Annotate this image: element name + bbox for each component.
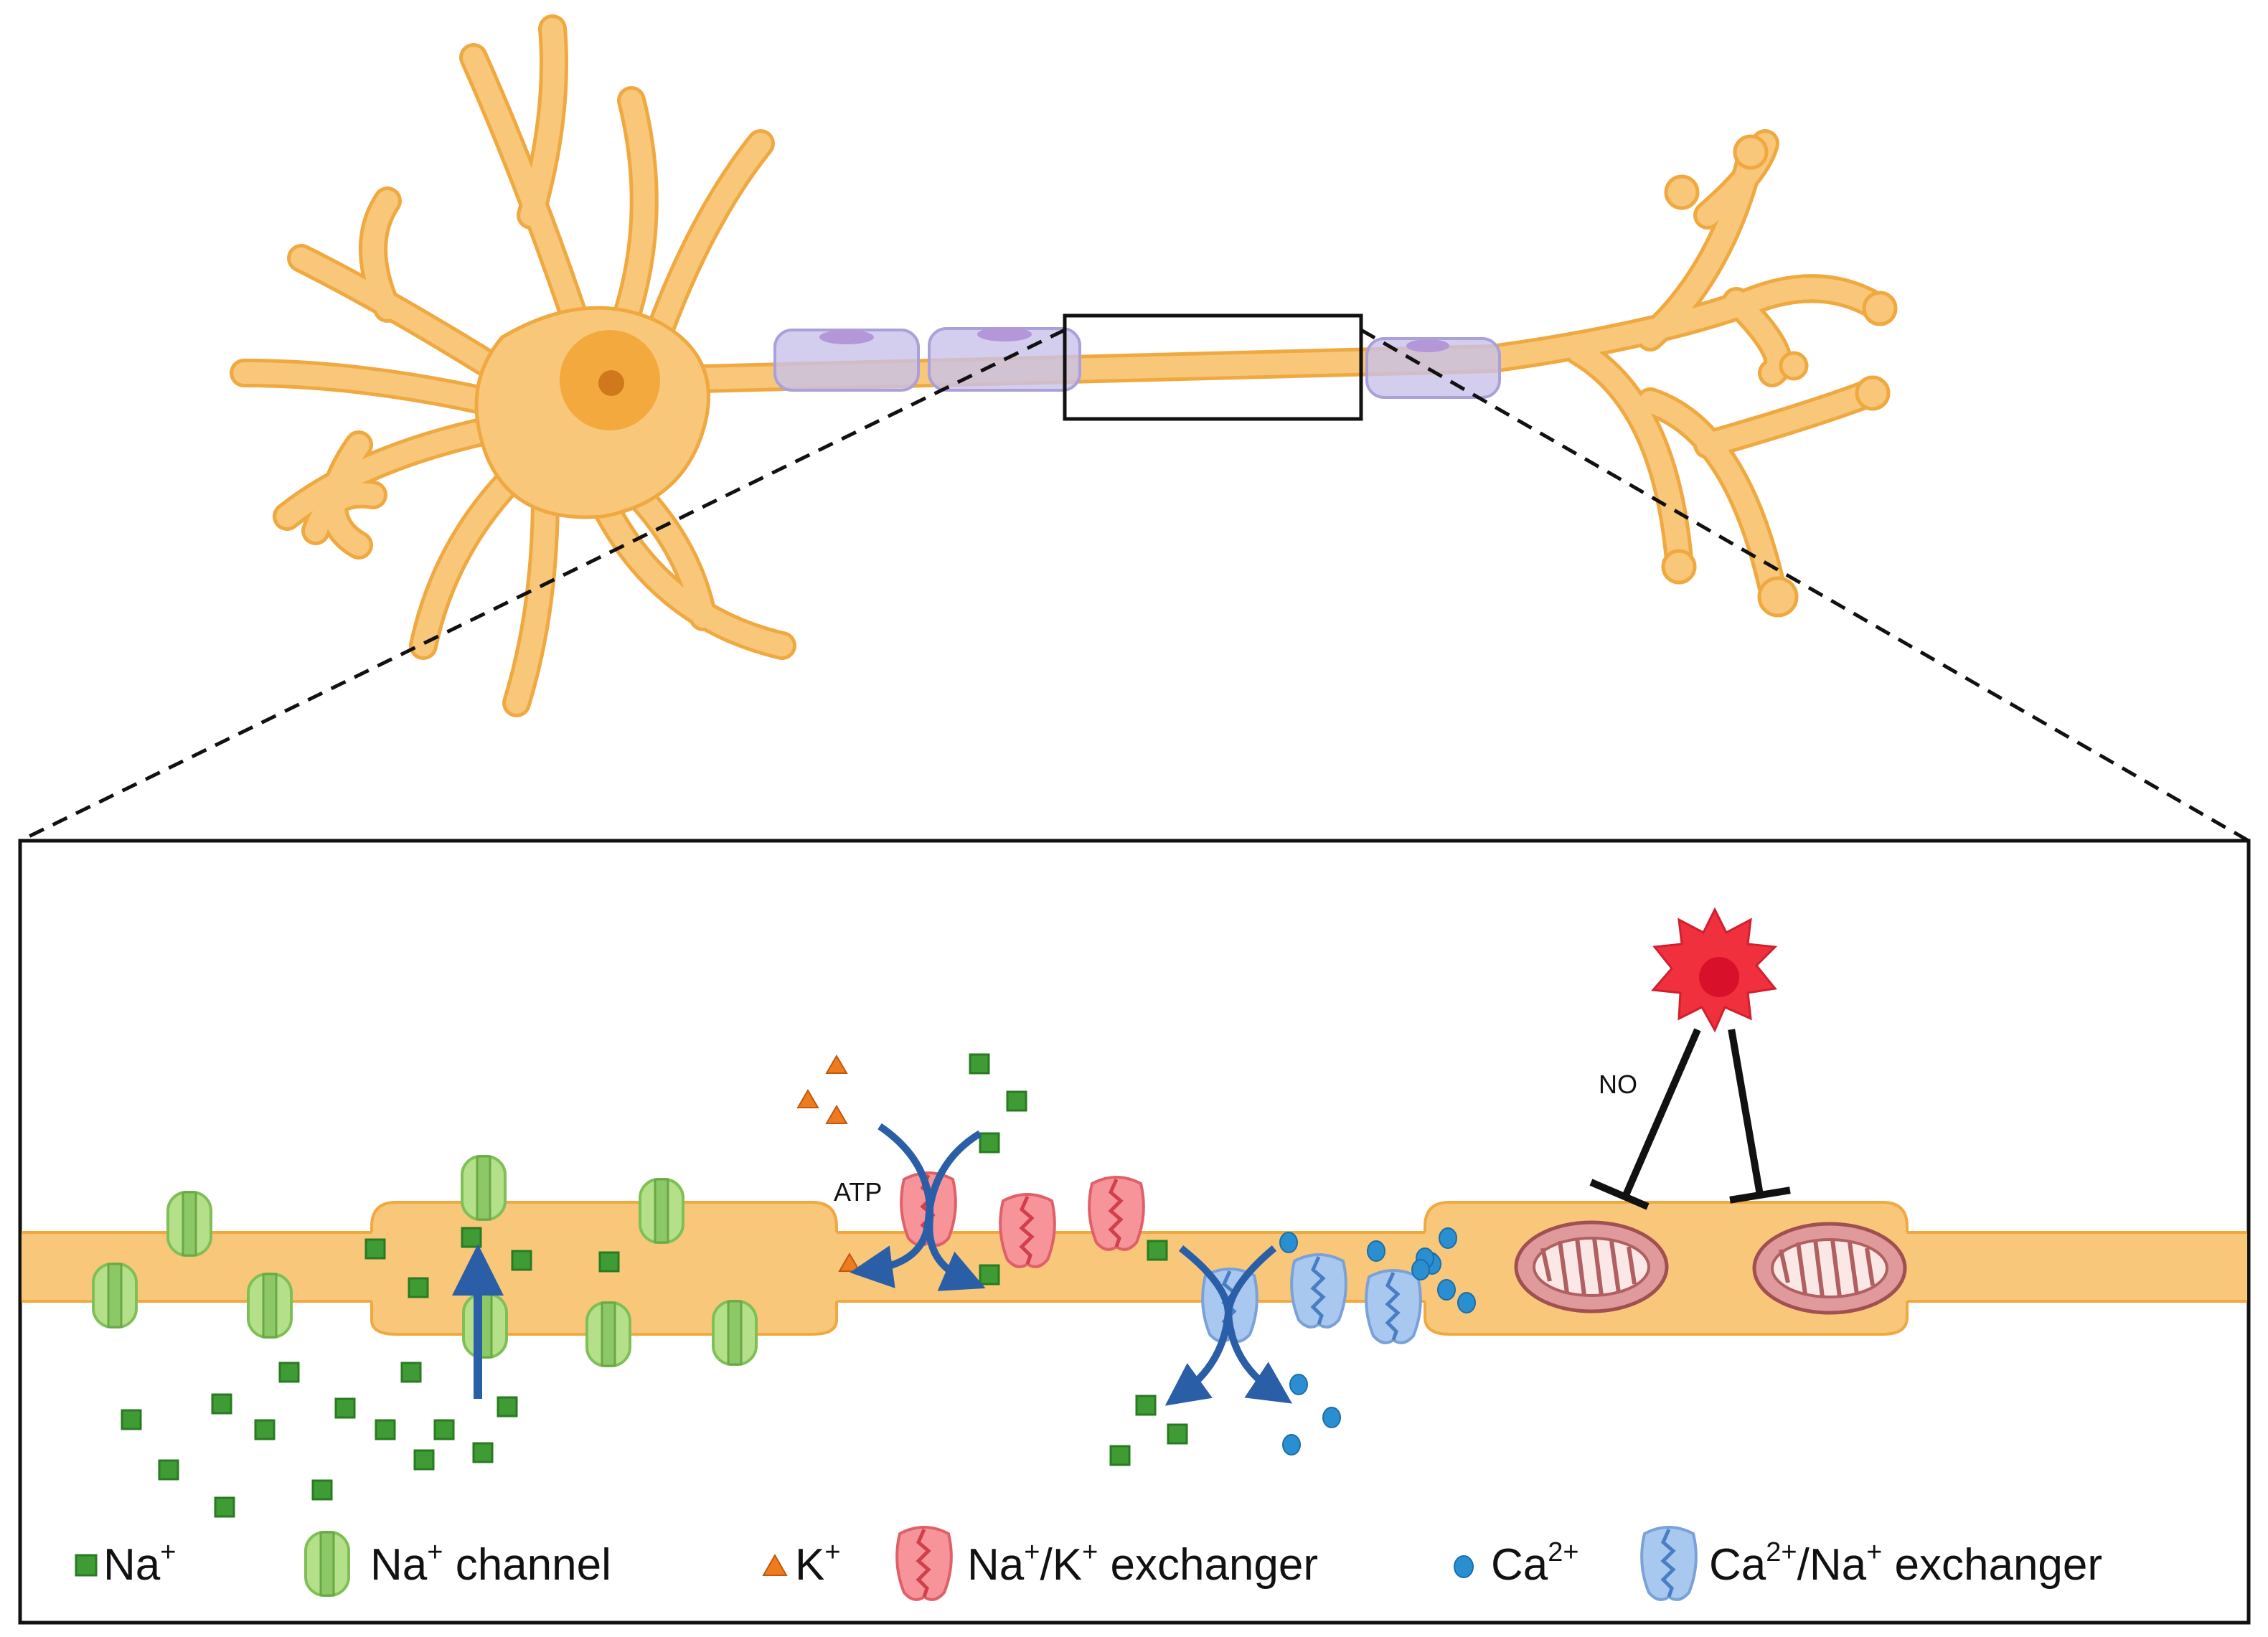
na-channel-icon (461, 1155, 507, 1221)
na-channel-icon (639, 1178, 684, 1244)
inhibition-arrow-icon (1589, 1028, 1791, 1210)
legend-na-channel: Na+ channel (304, 1531, 611, 1597)
atp-label: ATP (834, 1177, 882, 1207)
svg-text:Ca2+: Ca2+ (1491, 1537, 1579, 1590)
myelin-sheath (773, 327, 1501, 399)
svg-text:Na+: Na+ (103, 1537, 176, 1590)
legend-nak-exchanger: Na+/K+ exchanger (897, 1527, 1318, 1600)
cana-exchanger-icon (1366, 1270, 1421, 1343)
na-channel-icon (585, 1301, 631, 1367)
ca-ions (1279, 1227, 1476, 1456)
nak-exchanger-icon (1089, 1177, 1144, 1250)
legend-cana-exchanger: Ca2+/Na+ exchanger (1642, 1527, 2102, 1600)
microglia-icon (1650, 907, 1778, 1033)
no-label: NO (1599, 1070, 1637, 1099)
na-channel-icon (166, 1191, 212, 1257)
na-channel-icon (462, 1293, 508, 1359)
cana-exchange-arrows (1164, 1245, 1292, 1406)
mitochondrion-icon (1754, 1224, 1905, 1313)
svg-text:Ca2+/Na+ exchanger: Ca2+/Na+ exchanger (1709, 1537, 2102, 1590)
legend-na-ion: Na+ (75, 1537, 176, 1590)
nak-exchange-arrows (850, 1123, 986, 1291)
na-channel-icon (92, 1263, 138, 1329)
neuron-cell (230, 14, 1898, 717)
legend: Na+ Na+ channel K+ Na+/K+ exchanger Ca2+… (75, 1527, 2102, 1600)
svg-text:Na+ channel: Na+ channel (370, 1537, 611, 1590)
na-channel-icon (247, 1273, 293, 1339)
legend-k-ion: K+ (762, 1537, 841, 1590)
nak-exchanger-icon (1000, 1194, 1055, 1267)
legend-ca-ion: Ca2+ (1454, 1537, 1579, 1590)
mitochondrion-icon (1516, 1222, 1667, 1311)
svg-text:Na+/K+ exchanger: Na+/K+ exchanger (967, 1537, 1318, 1590)
cana-exchanger-icon (1291, 1255, 1346, 1327)
zoom-lines (19, 328, 2250, 843)
zoom-box (1063, 313, 1363, 421)
svg-text:K+: K+ (795, 1537, 841, 1590)
na-channel-icon (712, 1300, 758, 1366)
na-ions (121, 1053, 1188, 1518)
